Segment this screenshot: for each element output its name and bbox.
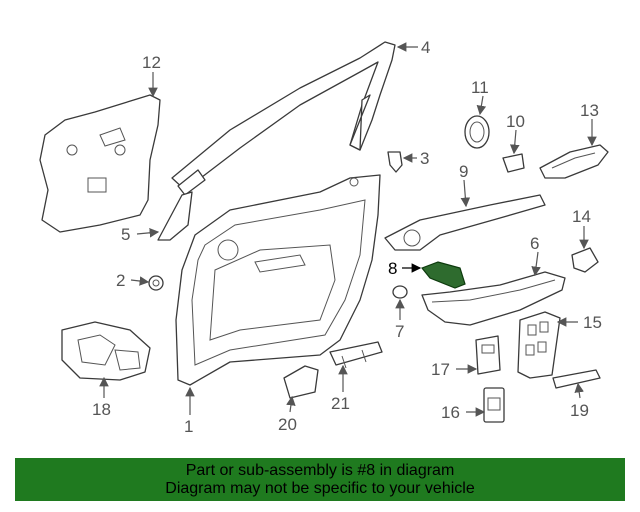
part-9-trim-strip[interactable]	[384, 194, 546, 251]
part-12-insulation-panel[interactable]	[39, 94, 161, 233]
callout-5: 5	[121, 225, 130, 244]
banner-line-part-number: Part or sub-assembly is #8 in diagram	[185, 462, 455, 479]
part-1-door-panel[interactable]	[175, 174, 381, 386]
part-17-switch[interactable]	[475, 335, 501, 375]
callout-13: 13	[580, 101, 599, 120]
callout-18: 18	[92, 400, 111, 419]
part-20-pocket[interactable]	[283, 365, 319, 399]
callout-labels: 1 2 3 4 5 6 7 8 9 10 11 12 13 14 15 16 1…	[92, 38, 602, 436]
part-19-trim-piece[interactable]	[552, 369, 601, 389]
part-7-plug[interactable]	[392, 285, 408, 299]
callout-11: 11	[471, 78, 489, 97]
parts-diagram: 1 2 3 4 5 6 7 8 9 10 11 12 13 14 15 16 1…	[39, 38, 609, 436]
callout-8-highlighted: 8	[388, 259, 397, 278]
part-6-armrest[interactable]	[421, 271, 566, 326]
part-5-mirror-trim[interactable]	[157, 191, 193, 241]
part-21-bracket[interactable]	[329, 341, 383, 369]
part-4-frame-seal[interactable]	[171, 41, 396, 196]
callout-10: 10	[506, 112, 525, 131]
callout-7: 7	[395, 322, 404, 341]
callout-21: 21	[331, 394, 350, 413]
callout-19: 19	[570, 401, 589, 420]
part-2-clip[interactable]	[148, 275, 164, 291]
part-13-inner-handle[interactable]	[539, 144, 609, 179]
callout-9: 9	[459, 162, 468, 181]
callout-16: 16	[441, 403, 460, 422]
leader-lines	[99, 42, 597, 417]
banner-line-disclaimer: Diagram may not be specific to your vehi…	[165, 480, 475, 497]
callout-1: 1	[184, 417, 193, 436]
part-3-clip[interactable]	[387, 151, 403, 173]
callout-12: 12	[142, 53, 161, 72]
part-14-cap[interactable]	[571, 247, 599, 273]
callout-4: 4	[421, 38, 430, 57]
callout-3: 3	[420, 149, 429, 168]
part-16-switch[interactable]	[483, 387, 505, 423]
part-10-bracket[interactable]	[502, 153, 525, 173]
callout-15: 15	[583, 313, 602, 332]
part-18-seat-switch[interactable]	[61, 321, 151, 381]
callout-14: 14	[572, 207, 591, 226]
callout-6: 6	[530, 234, 539, 253]
info-banner: Part or sub-assembly is #8 in diagram Di…	[15, 458, 625, 501]
part-8-switch-bezel[interactable]	[421, 261, 466, 289]
part-15-window-switch[interactable]	[517, 311, 561, 379]
callout-20: 20	[278, 415, 297, 434]
part-11-speaker-grille[interactable]	[464, 115, 490, 149]
callout-17: 17	[431, 360, 450, 379]
callout-2: 2	[116, 271, 125, 290]
